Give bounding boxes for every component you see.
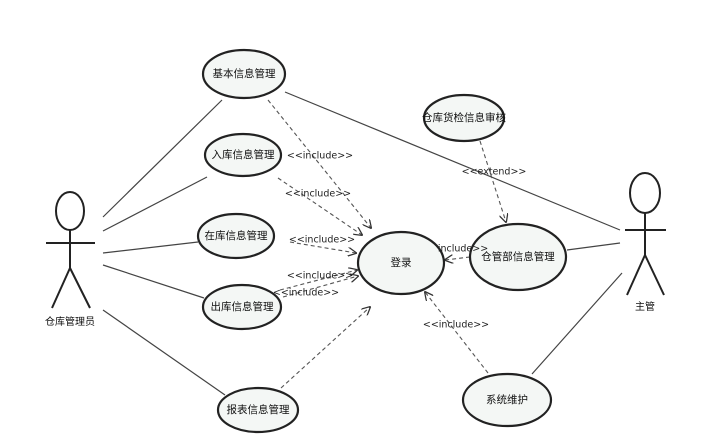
use-case-inbound-info: 入库信息管理 xyxy=(203,132,283,178)
stereotype-label: include>> xyxy=(438,244,488,255)
use-case-label: 基本信息管理 xyxy=(213,67,276,80)
actor-head-icon xyxy=(629,172,661,214)
dep-outbound-login-a xyxy=(279,270,357,291)
use-case-login: 登录 xyxy=(356,230,446,296)
use-case-label: 仓管部信息管理 xyxy=(481,250,555,263)
stereotype-label: <<include>> xyxy=(287,271,353,282)
assoc-manager-outbound xyxy=(102,264,205,299)
dep-outbound-login-b xyxy=(282,276,358,298)
assoc-manager-inbound xyxy=(102,176,208,232)
stereotype-label: <<include>> xyxy=(423,320,489,331)
assoc-manager-stock xyxy=(102,241,199,254)
use-case-basic-info: 基本信息管理 xyxy=(201,48,287,100)
use-case-system-maintenance: 系统维护 xyxy=(461,372,553,428)
stereotype-label: <<include>> xyxy=(287,151,353,162)
actor-head-icon xyxy=(55,191,85,231)
use-case-label: 出库信息管理 xyxy=(211,300,274,313)
stereotype-label: <<extend>> xyxy=(462,167,527,178)
assoc-manager-report xyxy=(102,309,226,396)
stereotype-label: <<include>> xyxy=(273,288,339,299)
use-case-label: 报表信息管理 xyxy=(227,403,290,416)
use-case-inspection-review: 仓库货检信息审核 xyxy=(422,93,506,143)
dep-review-dept xyxy=(479,140,506,222)
use-case-outbound-info: 出库信息管理 xyxy=(201,283,283,331)
stereotype-label: <<include>> xyxy=(289,235,355,246)
use-case-label: 仓库货检信息审核 xyxy=(422,111,506,124)
use-case-label: 系统维护 xyxy=(486,393,528,406)
use-case-warehouse-dept-info: 仓管部信息管理 xyxy=(468,222,568,292)
assoc-supervisor-basic xyxy=(284,91,621,231)
dep-inbound-login xyxy=(277,177,362,235)
dep-dept-login xyxy=(445,257,471,260)
actor-warehouse-manager: 仓库管理员 xyxy=(45,191,95,328)
assoc-manager-basic xyxy=(102,99,223,218)
dep-report-login xyxy=(280,307,370,389)
stereotype-label: <<include>> xyxy=(285,189,351,200)
use-case-label: 登录 xyxy=(391,256,412,269)
actor-label: 主管 xyxy=(635,300,655,313)
actor-supervisor: 主管 xyxy=(625,172,666,313)
use-case-stock-info: 在库信息管理 xyxy=(196,212,276,260)
actor-label: 仓库管理员 xyxy=(45,315,95,328)
use-case-label: 入库信息管理 xyxy=(212,148,275,161)
use-case-report-info: 报表信息管理 xyxy=(216,386,300,434)
assoc-supervisor-dept xyxy=(566,242,621,251)
assoc-supervisor-maintenance xyxy=(531,272,623,375)
dep-basic-login xyxy=(267,99,371,228)
dep-maintenance-login xyxy=(425,292,489,374)
use-case-label: 在库信息管理 xyxy=(205,229,268,242)
